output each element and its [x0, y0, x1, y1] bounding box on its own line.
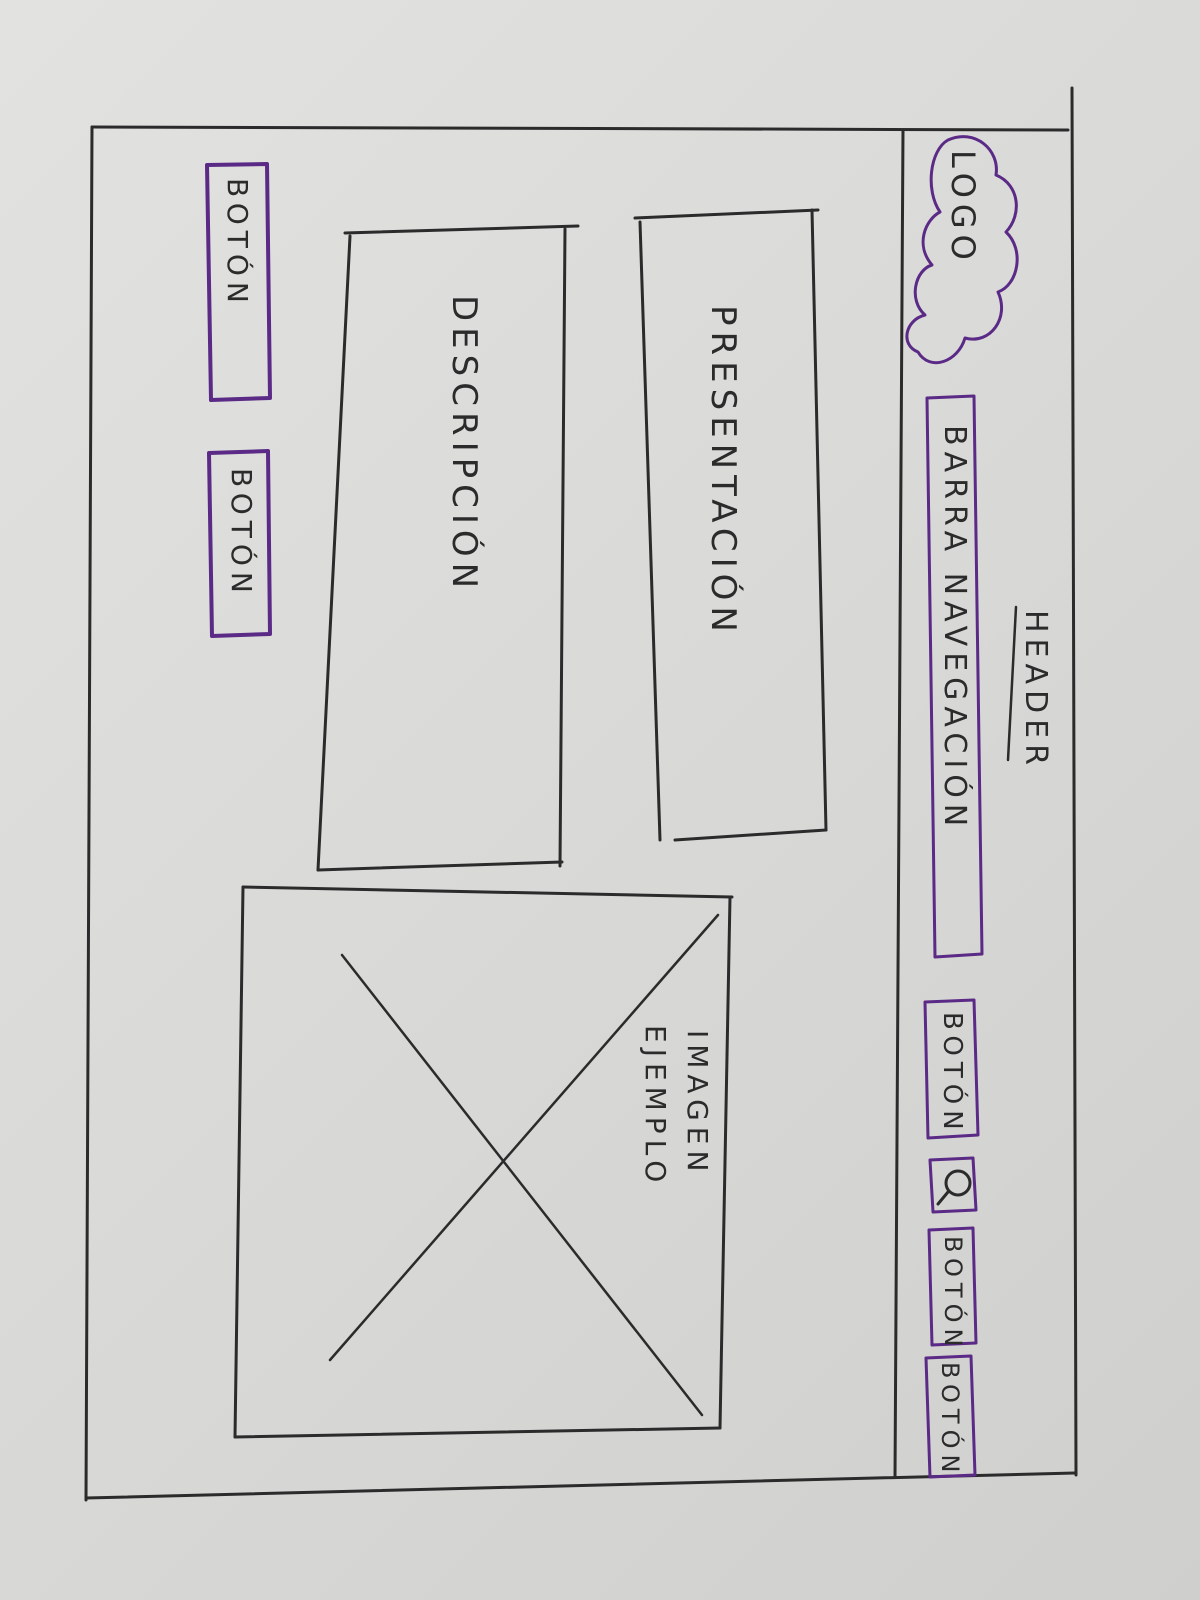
- footer-button-2-label: BOTÓN: [225, 468, 259, 599]
- footer-button-1-label: BOTÓN: [221, 178, 255, 309]
- header-button-2-label: BOTÓN: [939, 1236, 969, 1352]
- image-label-line2: EJEMPLO: [639, 1025, 672, 1188]
- footer-button-1[interactable]: BOTÓN: [205, 162, 272, 402]
- header-button-3[interactable]: BOTÓN: [924, 1354, 977, 1479]
- page-frame: [84, 86, 1078, 1502]
- description-block: DESCRIPCIÓN: [316, 224, 580, 872]
- logo-label: LOGO: [944, 150, 982, 266]
- header-label: HEADER: [1006, 605, 1053, 771]
- presentation-label: PRESENTACIÓN: [703, 305, 744, 638]
- example-image-placeholder: IMAGEN EJEMPLO: [233, 885, 734, 1439]
- logo-cloud: LOGO: [905, 135, 1019, 365]
- footer-button-2[interactable]: BOTÓN: [207, 449, 272, 638]
- navigation-bar[interactable]: BARRA NAVEGACIÓN: [925, 394, 984, 959]
- header-button-1-label: BOTÓN: [937, 1012, 969, 1136]
- header-button-3-label: BOTÓN: [936, 1362, 966, 1478]
- header-label-text: HEADER: [1018, 610, 1053, 771]
- header-button-2[interactable]: BOTÓN: [927, 1226, 978, 1352]
- search-button[interactable]: [928, 1156, 978, 1214]
- description-label: DESCRIPCIÓN: [444, 295, 485, 594]
- image-label-line1: IMAGEN: [681, 1030, 714, 1177]
- header-button-1[interactable]: BOTÓN: [923, 998, 980, 1140]
- presentation-block: PRESENTACIÓN: [633, 208, 828, 842]
- search-icon: [936, 1169, 972, 1206]
- navigation-bar-label: BARRA NAVEGACIÓN: [937, 425, 974, 832]
